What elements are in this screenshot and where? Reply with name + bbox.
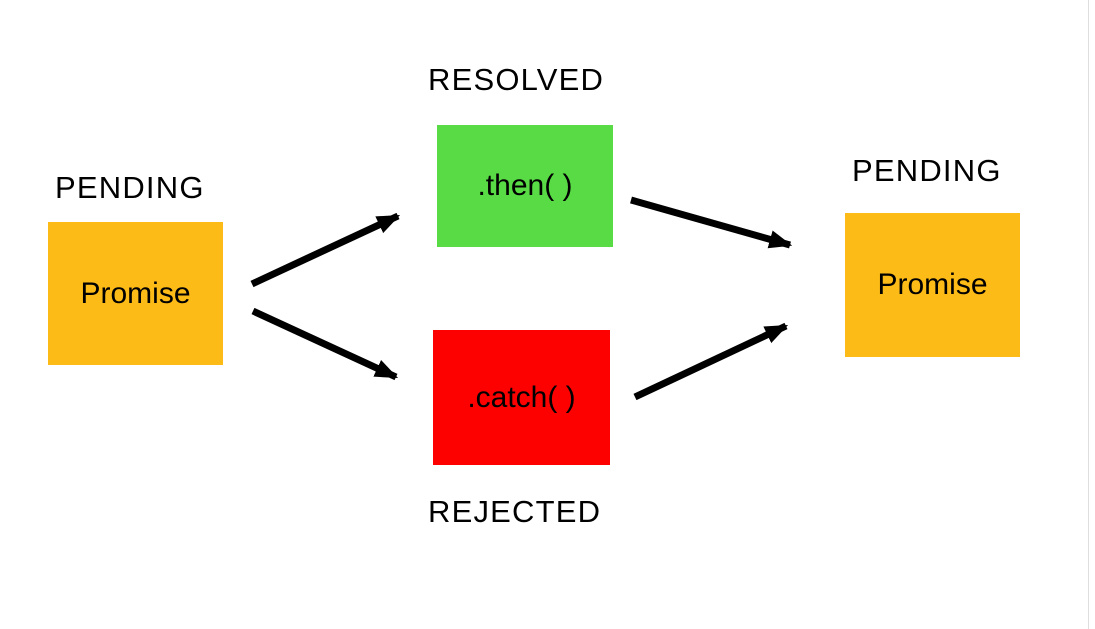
promise-box-right: Promise [845, 213, 1020, 357]
promise-box-left: Promise [48, 222, 223, 365]
state-label-pending-left: PENDING [55, 170, 205, 205]
catch-box: .catch( ) [433, 330, 610, 465]
then-box: .then( ) [437, 125, 613, 247]
arrow-catch-to-pending [633, 322, 789, 401]
then-box-text: .then( ) [477, 169, 573, 202]
promise-box-right-text: Promise [877, 268, 988, 301]
state-label-resolved: RESOLVED [428, 62, 605, 97]
catch-box-text: .catch( ) [467, 380, 576, 414]
state-label-pending-right: PENDING [852, 153, 1002, 188]
state-label-rejected: REJECTED [428, 494, 602, 529]
arrow-pending-to-then [250, 212, 401, 288]
promise-box-left-text: Promise [80, 276, 191, 310]
arrow-then-to-pending [630, 196, 793, 249]
arrow-pending-to-catch [251, 307, 399, 381]
canvas-right-edge [1088, 0, 1089, 629]
